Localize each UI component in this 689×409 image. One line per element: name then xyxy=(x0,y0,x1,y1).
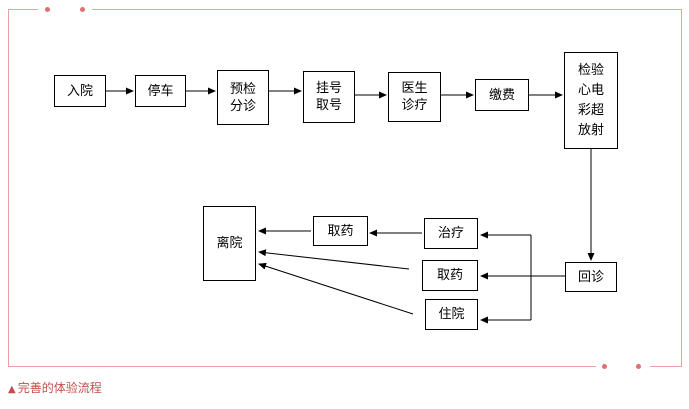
frame-bottom-left xyxy=(8,366,596,367)
frame-right xyxy=(681,9,682,367)
node-label: 检验 心电 彩超 放射 xyxy=(577,62,604,138)
node-treatment: 治疗 xyxy=(424,218,478,249)
node-label: 取药 xyxy=(327,223,354,239)
node-label: 离院 xyxy=(216,236,243,251)
frame-dot xyxy=(636,364,641,369)
node-label: 治疗 xyxy=(437,226,464,241)
node-pre-check: 预检 分诊 xyxy=(217,70,269,125)
node-exams: 检验 心电 彩超 放射 xyxy=(564,52,618,149)
frame-left xyxy=(8,9,9,367)
node-label: 回诊 xyxy=(577,269,604,285)
arrow-pharmacyright-to-leave xyxy=(258,249,410,270)
frame-dot xyxy=(602,364,607,369)
node-label: 挂号 取号 xyxy=(315,81,342,113)
caption-text: 完善的体验流程 xyxy=(17,381,102,395)
node-label: 缴费 xyxy=(488,87,515,103)
node-enter: 入院 xyxy=(54,75,106,107)
node-pharmacy-right: 取药 xyxy=(422,260,478,291)
node-label: 医生 诊疗 xyxy=(401,81,428,113)
frame-dot xyxy=(45,7,50,12)
frame-dot xyxy=(80,7,85,12)
node-label: 住院 xyxy=(438,307,465,322)
node-label: 取药 xyxy=(436,268,463,283)
triangle-icon: ▲ xyxy=(8,384,16,395)
node-parking: 停车 xyxy=(135,75,186,107)
frame-top-left xyxy=(8,9,38,10)
figure-caption: ▲完善的体验流程 xyxy=(8,379,102,396)
node-label: 停车 xyxy=(147,83,174,99)
node-doctor: 医生 诊疗 xyxy=(388,72,441,122)
frame-bottom-right xyxy=(650,366,682,367)
node-register: 挂号 取号 xyxy=(303,71,355,123)
frame-top-right xyxy=(92,9,682,10)
node-pharmacy-left: 取药 xyxy=(313,216,368,246)
node-hospitalize: 住院 xyxy=(425,299,478,330)
node-revisit: 回诊 xyxy=(565,262,617,292)
node-label: 预检 分诊 xyxy=(229,81,256,114)
node-payment: 缴费 xyxy=(475,79,529,111)
arrow-hospitalize-to-leave xyxy=(258,262,414,315)
node-label: 入院 xyxy=(66,83,93,99)
node-leave: 离院 xyxy=(203,206,256,281)
